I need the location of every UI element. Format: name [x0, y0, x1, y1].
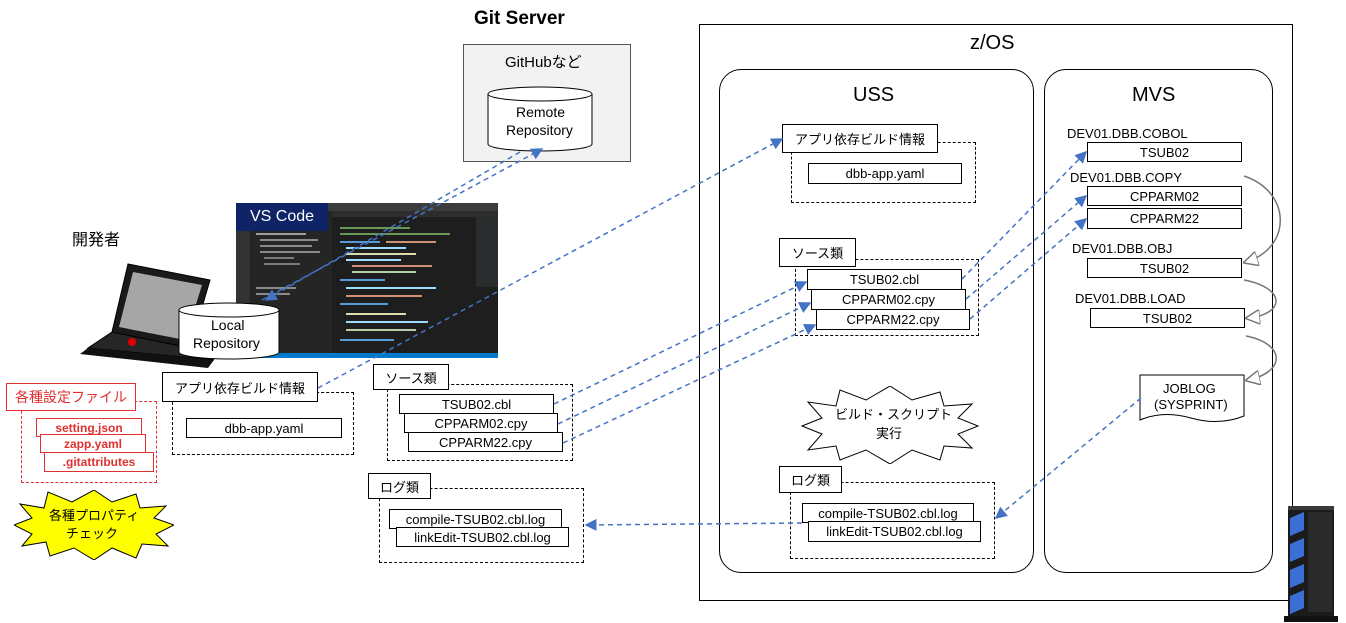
vscode-title-badge: VS Code: [236, 203, 328, 231]
uss-sources-group: [795, 259, 979, 336]
dataset-load-member-1: TSUB02: [1090, 308, 1245, 328]
uss-source-file-3: CPPARM22.cpy: [816, 309, 970, 330]
remote-repository-cylinder: [487, 86, 593, 152]
settings-files-title: 各種設定ファイル: [6, 383, 136, 411]
build-script-burst: [800, 386, 980, 464]
property-check-line2: チェック: [66, 526, 119, 541]
client-sources-title: ソース類: [373, 364, 449, 390]
dataset-obj-member-1: TSUB02: [1087, 258, 1242, 278]
remote-repo-line1: Remote: [516, 104, 566, 120]
mvs-title: MVS: [1132, 84, 1176, 106]
arrow-remote-to-local: [264, 151, 521, 301]
property-check-line1: 各種プロパティ: [49, 508, 140, 523]
zos-frame: [699, 24, 1293, 601]
client-sources-group: [387, 384, 573, 461]
uss-app-build-info-title: アプリ依存ビルド情報: [782, 124, 938, 153]
client-source-file-1: TSUB02.cbl: [399, 394, 554, 414]
build-script-line2: 実行: [876, 426, 903, 441]
dataset-cobol-member-1: TSUB02: [1087, 142, 1242, 162]
curve-load-to-joblog: [1246, 335, 1277, 380]
build-script-line1: ビルド・スクリプト: [835, 407, 953, 422]
arrow-source2-to-uss: [557, 302, 812, 425]
client-source-file-2: CPPARM02.cpy: [404, 413, 558, 433]
arrow-source1-to-uss: [553, 281, 808, 405]
client-app-build-info-file: dbb-app.yaml: [186, 418, 342, 438]
arrow-uss-source1-to-cobol: [961, 150, 1088, 280]
property-check-burst: [14, 490, 174, 560]
uss-log-file-2: linkEdit-TSUB02.cbl.log: [808, 521, 981, 542]
curve-copy-to-obj: [1244, 175, 1281, 262]
zos-title: z/OS: [970, 32, 1015, 54]
dataset-copy-name: DEV01.DBB.COPY: [1070, 170, 1182, 185]
arrow-source3-to-uss: [562, 324, 817, 444]
git-provider-label: GitHubなど: [505, 54, 582, 71]
arrow-build-info-to-uss: [317, 138, 784, 389]
uss-app-build-info-file: dbb-app.yaml: [808, 163, 962, 184]
mainframe-server-icon: [1284, 506, 1338, 622]
arrow-uss-source3-to-copy2: [969, 218, 1088, 320]
uss-log-file-1: compile-TSUB02.cbl.log: [802, 503, 974, 523]
local-repo-line1: Local: [211, 317, 245, 333]
joblog-document: [1139, 374, 1245, 422]
developer-label: 開発者: [72, 232, 121, 249]
uss-logs-title: ログ類: [779, 466, 842, 493]
client-logs-group: [379, 488, 584, 563]
client-app-build-info-title: アプリ依存ビルド情報: [162, 372, 318, 402]
dataset-obj-name: DEV01.DBB.OBJ: [1072, 241, 1173, 256]
vscode-title: VS Code: [249, 208, 315, 225]
uss-sources-title: ソース類: [779, 238, 856, 267]
dataset-copy-member-2: CPPARM22: [1087, 208, 1242, 229]
arrow-uss-source2-to-copy1: [965, 195, 1088, 300]
uss-panel: [719, 69, 1034, 573]
mvs-panel: [1044, 69, 1273, 573]
client-logs-title: ログ類: [368, 473, 431, 499]
dataset-cobol-name: DEV01.DBB.COBOL: [1067, 126, 1188, 141]
settings-file-2: zapp.yaml: [40, 434, 146, 453]
remote-repo-line2: Repository: [506, 122, 573, 138]
git-server-title: Git Server: [474, 8, 565, 29]
uss-title: USS: [853, 84, 895, 106]
arrow-local-to-remote: [261, 148, 544, 301]
dataset-load-name: DEV01.DBB.LOAD: [1075, 291, 1186, 306]
local-repo-line2: Repository: [193, 335, 260, 351]
local-repository-cylinder: [178, 302, 280, 360]
dataset-copy-member-1: CPPARM02: [1087, 186, 1242, 206]
client-source-file-3: CPPARM22.cpy: [408, 432, 563, 452]
curve-obj-to-load: [1243, 279, 1277, 318]
joblog-line1: JOBLOG: [1163, 381, 1216, 396]
joblog-line2: (SYSPRINT): [1154, 397, 1228, 412]
uss-logs-group: [790, 482, 995, 559]
arrow-uss-log-to-client: [584, 518, 803, 531]
settings-file-3: .gitattributes: [44, 452, 154, 472]
arrow-joblog-to-uss-log: [994, 397, 1142, 519]
client-log-file-2: linkEdit-TSUB02.cbl.log: [396, 527, 569, 547]
